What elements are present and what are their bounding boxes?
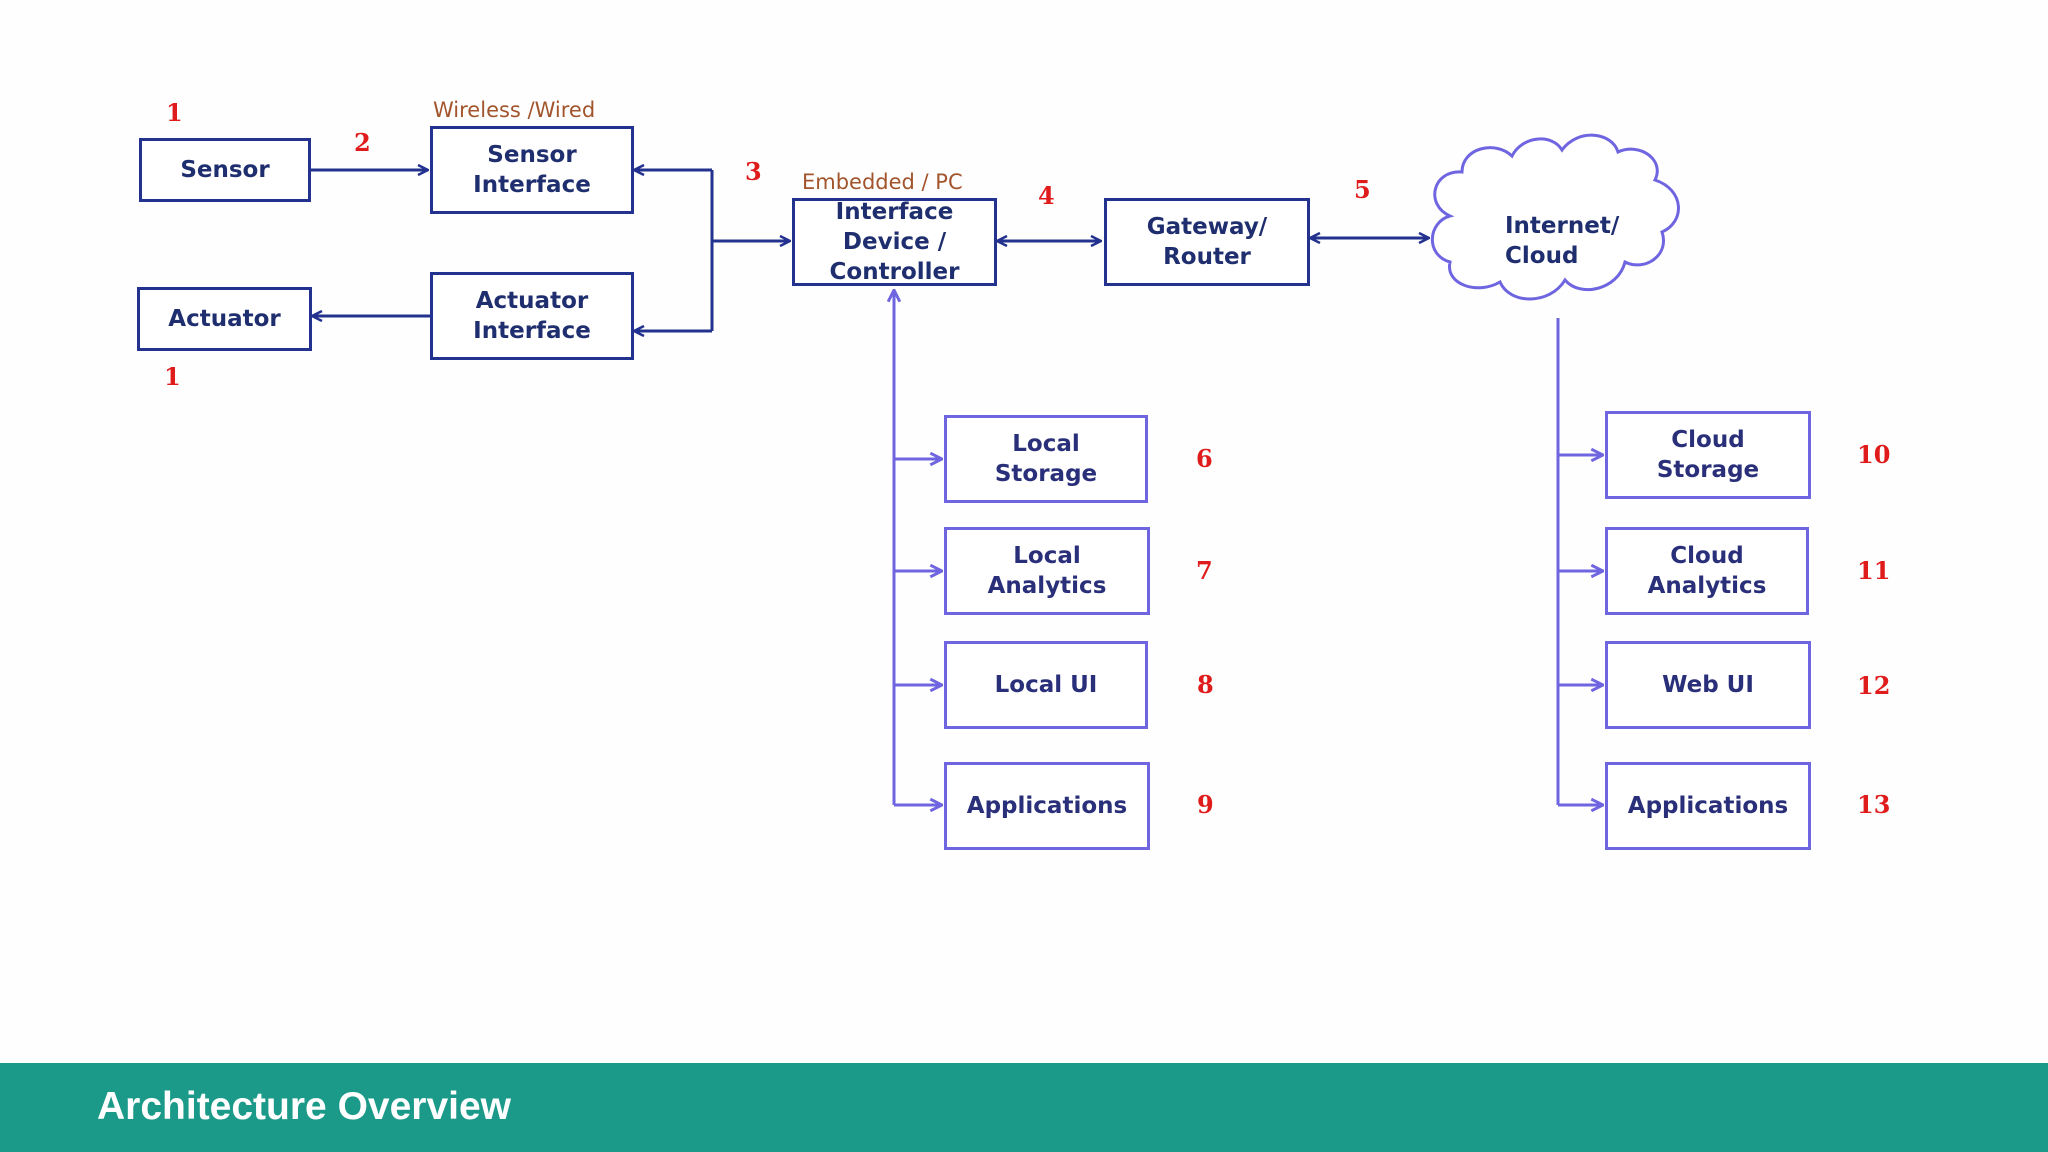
sensor-label: Sensor xyxy=(180,157,270,183)
actuator-box[interactable]: Actuator xyxy=(137,287,312,351)
gateway-box[interactable]: Gateway/ Router xyxy=(1104,198,1310,286)
internet-cloud-label: Internet/ Cloud xyxy=(1505,213,1620,269)
step-number-3: 3 xyxy=(745,157,762,186)
step-number-6: 6 xyxy=(1196,444,1213,473)
footer-bar: Architecture Overview xyxy=(0,1063,2048,1152)
gateway-label: Gateway/ Router xyxy=(1146,214,1268,270)
web-ui-label: Web UI xyxy=(1662,672,1754,698)
local-analytics-box[interactable]: Local Analytics xyxy=(944,527,1150,615)
actuator-interface-box[interactable]: Actuator Interface xyxy=(430,272,634,360)
interface-device-box[interactable]: Interface Device / Controller xyxy=(792,198,997,286)
step-number-9: 9 xyxy=(1197,790,1214,819)
footer-title: Architecture Overview xyxy=(97,1085,512,1128)
interface-device-label: Interface Device / Controller xyxy=(829,199,960,285)
cloud-analytics-label: Cloud Analytics xyxy=(1647,543,1767,599)
step-number-sensor: 1 xyxy=(166,98,183,127)
step-number-12: 12 xyxy=(1857,671,1891,700)
embedded-pc-note: Embedded / PC xyxy=(802,170,963,194)
web-ui-box[interactable]: Web UI xyxy=(1605,641,1811,729)
step-number-11: 11 xyxy=(1857,556,1891,585)
local-storage-box[interactable]: Local Storage xyxy=(944,415,1148,503)
step-number-13: 13 xyxy=(1857,790,1891,819)
local-applications-label: Applications xyxy=(966,793,1128,819)
actuator-label: Actuator xyxy=(168,306,281,332)
local-analytics-label: Local Analytics xyxy=(987,543,1107,599)
sensor-box[interactable]: Sensor xyxy=(139,138,311,202)
diagram-canvas: Sensor Sensor Interface Actuator Actuato… xyxy=(137,98,1891,1063)
local-ui-label: Local UI xyxy=(994,672,1098,698)
step-number-7: 7 xyxy=(1196,556,1213,585)
cloud-storage-box[interactable]: Cloud Storage xyxy=(1605,411,1811,499)
cloud-storage-label: Cloud Storage xyxy=(1656,427,1760,483)
local-storage-label: Local Storage xyxy=(994,431,1098,487)
step-number-2: 2 xyxy=(354,128,371,157)
cloud-applications-box[interactable]: Applications xyxy=(1605,762,1811,850)
step-number-10: 10 xyxy=(1857,440,1891,469)
sensor-interface-box[interactable]: Sensor Interface xyxy=(430,126,634,214)
local-ui-box[interactable]: Local UI xyxy=(944,641,1148,729)
step-number-actuator: 1 xyxy=(164,362,181,391)
step-number-8: 8 xyxy=(1197,670,1214,699)
cloud-analytics-box[interactable]: Cloud Analytics xyxy=(1605,527,1809,615)
sensor-interface-label: Sensor Interface xyxy=(473,142,591,198)
step-number-4: 4 xyxy=(1038,181,1055,210)
internet-cloud-shape xyxy=(1430,133,1680,301)
cloud-applications-label: Applications xyxy=(1627,793,1789,819)
local-applications-box[interactable]: Applications xyxy=(944,762,1150,850)
actuator-interface-label: Actuator Interface xyxy=(473,288,591,344)
connector-lines xyxy=(311,133,1680,1063)
wireless-wired-note: Wireless /Wired xyxy=(433,98,596,122)
step-number-5: 5 xyxy=(1354,175,1371,204)
